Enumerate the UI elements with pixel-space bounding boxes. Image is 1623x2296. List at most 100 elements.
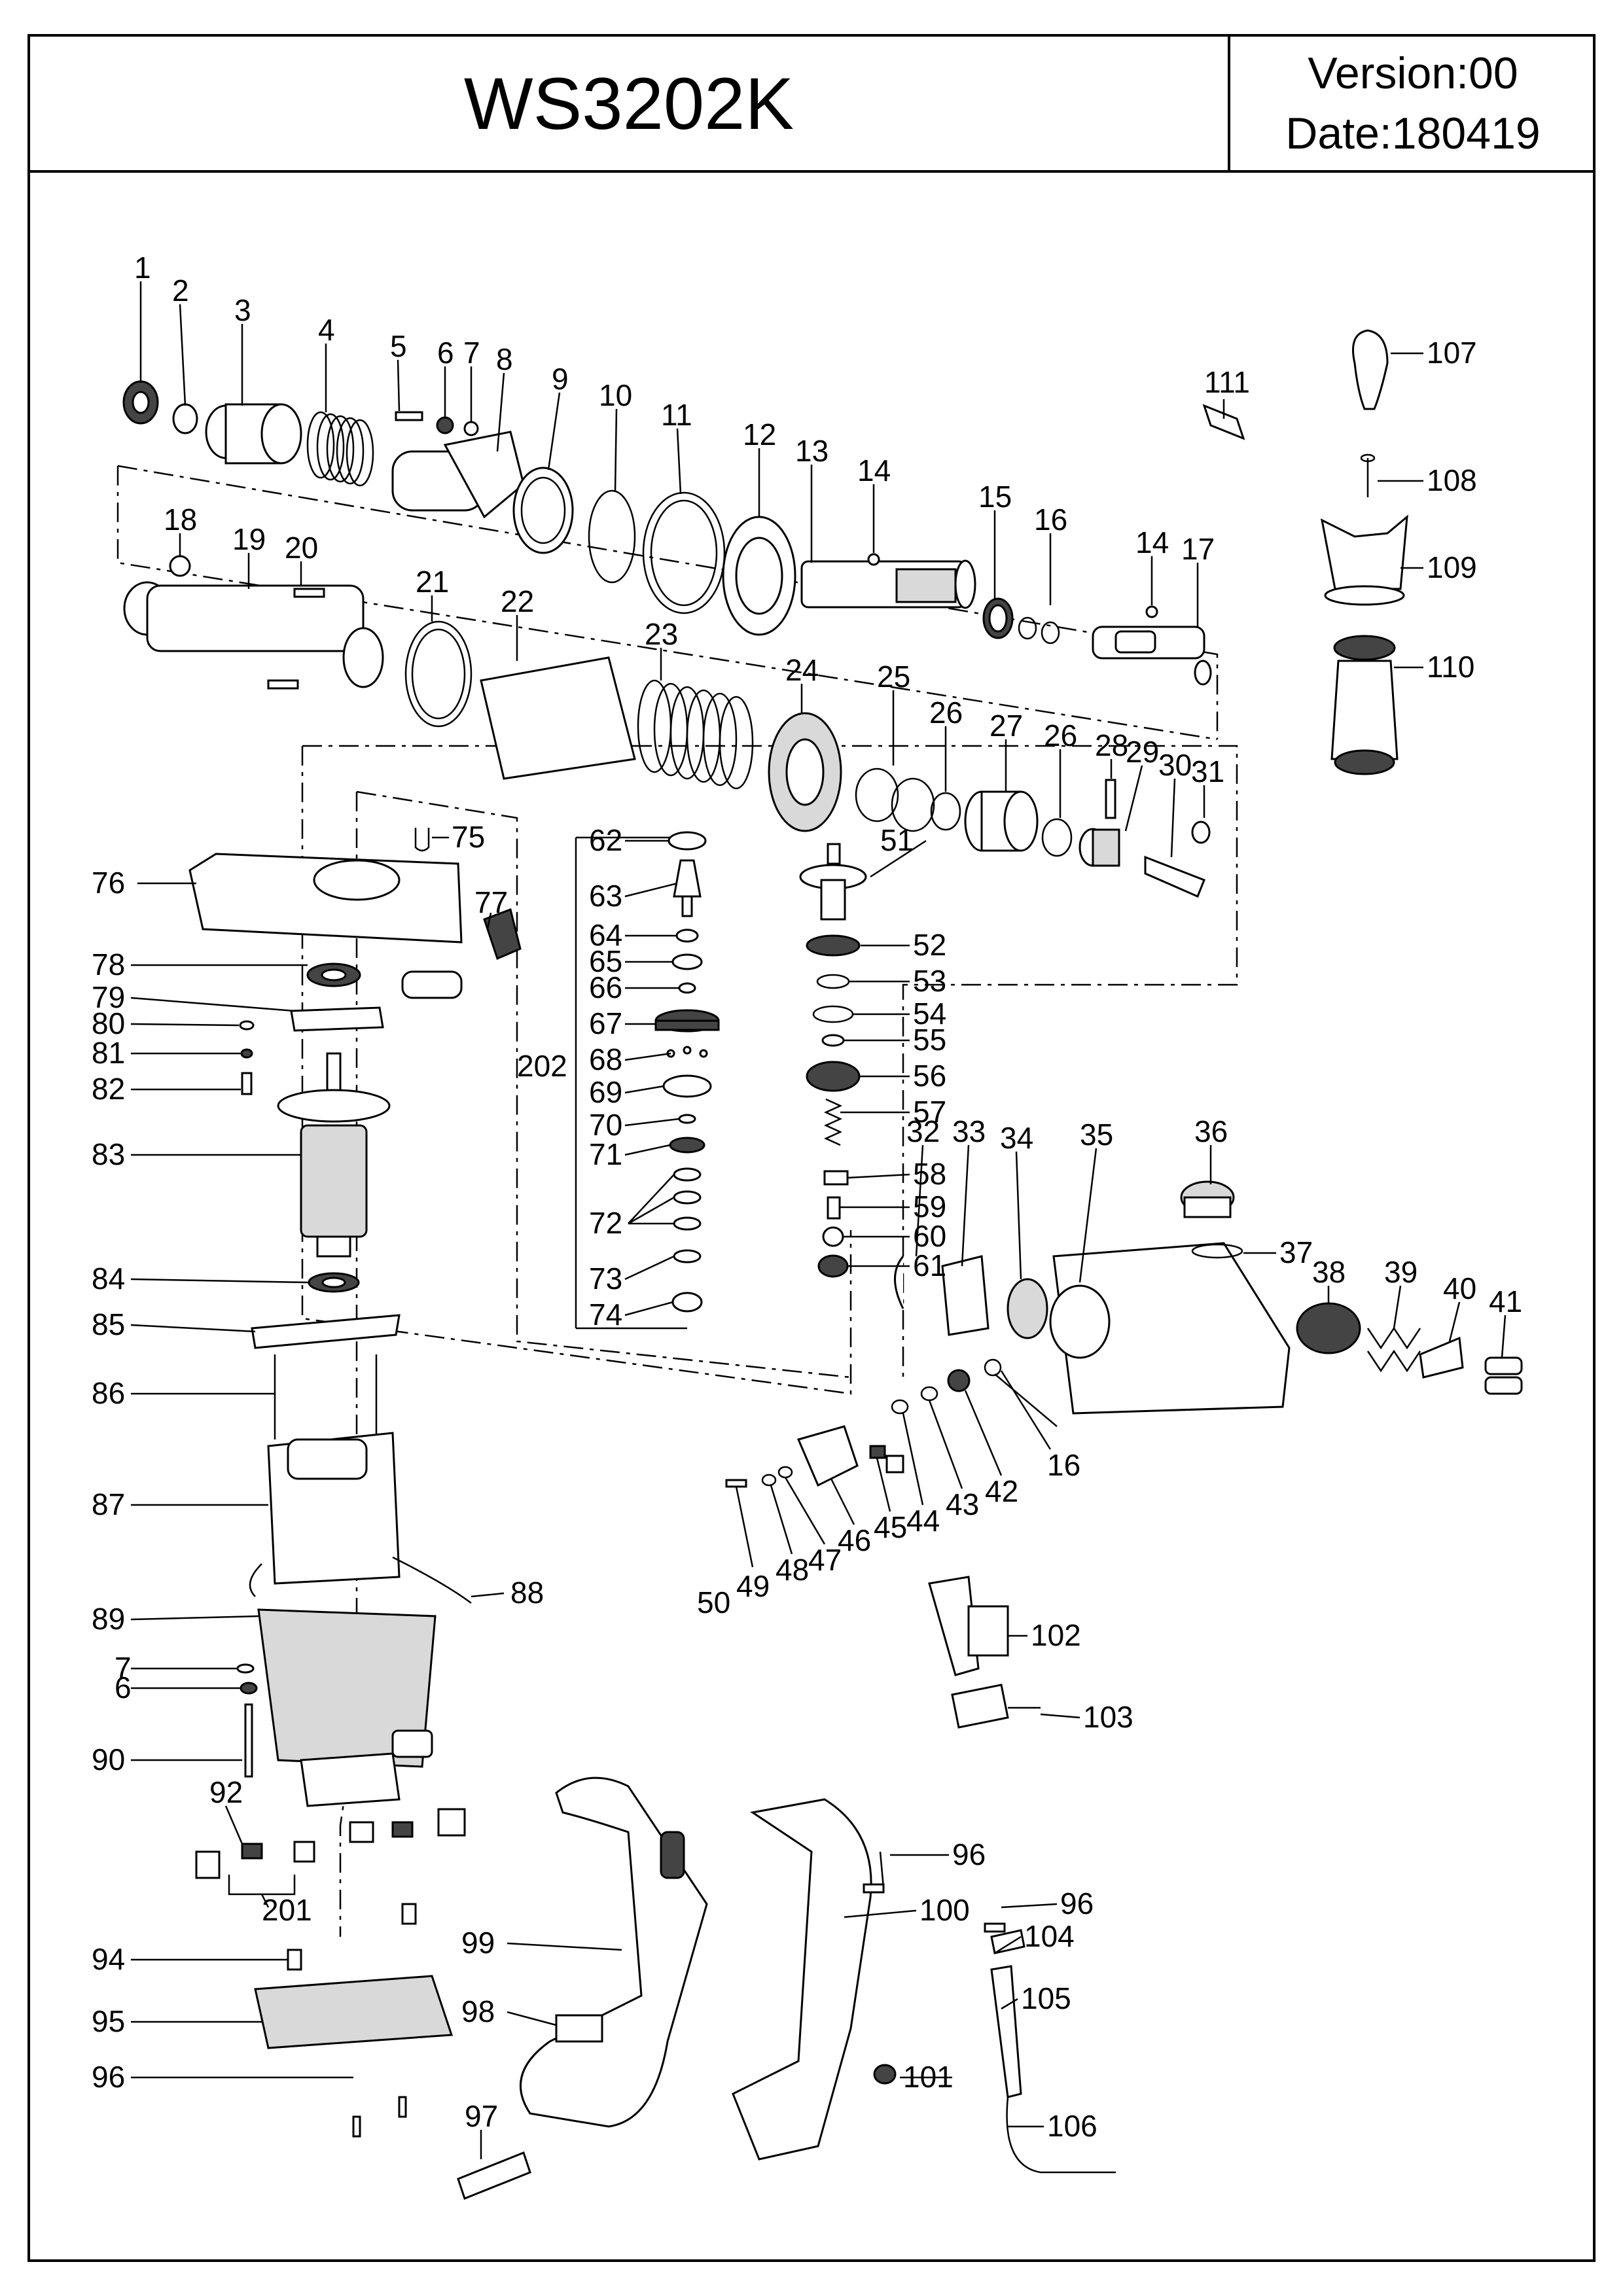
callout: 43 [946, 1487, 979, 1521]
callout: 9 [552, 362, 569, 396]
callout: 4 [318, 313, 335, 347]
callout: 44 [906, 1504, 940, 1538]
callout: 71 [589, 1137, 622, 1171]
callout: 103 [1083, 1700, 1133, 1734]
callout: 53 [913, 964, 946, 998]
callout: 76 [92, 866, 125, 900]
callout: 48 [776, 1553, 809, 1587]
callout: 61 [913, 1248, 946, 1282]
callout: 201 [262, 1893, 312, 1927]
switch-and-cable-parts [928, 1576, 1116, 2174]
group-outlines [116, 465, 1238, 1937]
callout: 88 [510, 1576, 544, 1610]
callout: 16 [1034, 503, 1067, 537]
crank-column-parts [799, 843, 867, 1278]
callout: 58 [913, 1157, 946, 1191]
callout: 55 [913, 1023, 946, 1057]
callout: 104 [1024, 1919, 1075, 1953]
callout: 41 [1489, 1284, 1522, 1318]
callout: 80 [92, 1006, 125, 1040]
callout: 3 [234, 293, 251, 327]
callout: 72 [589, 1206, 622, 1240]
callout: 8 [496, 342, 513, 376]
leader-lines [130, 281, 1507, 2159]
callout: 49 [736, 1569, 770, 1603]
callout: 62 [589, 823, 622, 857]
callout: 100 [919, 1893, 970, 1927]
callout: 50 [697, 1585, 730, 1619]
callout: 22 [501, 584, 534, 618]
callout: 75 [452, 820, 485, 854]
callout: 98 [461, 1994, 495, 2028]
callout: 37 [1279, 1235, 1313, 1269]
spring-4 [306, 411, 374, 487]
motor-assembly-parts [188, 828, 522, 2138]
callout: 83 [92, 1137, 125, 1171]
callout: 110 [1427, 650, 1474, 684]
callout: 30 [1158, 748, 1192, 782]
callout: 108 [1427, 463, 1477, 497]
callout: 81 [92, 1036, 125, 1070]
callout: 109 [1427, 550, 1477, 584]
callout: 6 [437, 336, 454, 370]
callout: 2 [172, 274, 189, 308]
gear-column-parts [654, 831, 720, 1313]
callout: 39 [1384, 1255, 1418, 1289]
drawing-frame: WS3202K Version:00 Date:180419 [27, 34, 1596, 2262]
callout: 52 [913, 928, 946, 962]
callout: 79 [92, 980, 125, 1014]
callout: 54 [913, 997, 946, 1031]
callout: 18 [164, 503, 197, 537]
callout: 70 [589, 1108, 622, 1142]
callout: 64 [589, 918, 622, 952]
callout: 96 [92, 2060, 125, 2094]
callout: 24 [785, 653, 819, 687]
callout: 16 [1047, 1448, 1080, 1482]
callout: 38 [1312, 1255, 1346, 1289]
callout: 6 [115, 1670, 132, 1704]
callout: 28 [1095, 728, 1128, 762]
callout: 40 [1443, 1271, 1476, 1305]
callout: 51 [880, 823, 914, 857]
callout: 29 [1126, 735, 1159, 769]
model-number: WS3202K [30, 37, 1230, 170]
callout: 13 [795, 434, 829, 468]
callout: 202 [517, 1049, 567, 1083]
callout: 105 [1021, 1981, 1071, 2015]
callout: 84 [92, 1262, 125, 1296]
callout: 60 [913, 1219, 946, 1253]
spindle-13 [800, 559, 976, 609]
callout: 26 [929, 696, 963, 730]
callout: 7 [463, 336, 480, 370]
callout: 14 [1135, 525, 1169, 559]
callout: 21 [416, 565, 449, 599]
callout: 111 [1204, 365, 1250, 399]
callout: 10 [599, 378, 632, 412]
callout: 23 [645, 617, 678, 651]
callout: 67 [589, 1006, 622, 1040]
callout: 5 [390, 329, 407, 363]
callout: 95 [92, 2004, 125, 2038]
callout: 97 [465, 2099, 498, 2133]
title-block: WS3202K Version:00 Date:180419 [30, 37, 1593, 173]
callout: 94 [92, 1942, 125, 1976]
callout: 34 [1000, 1121, 1033, 1155]
callout: 20 [285, 531, 318, 565]
callout: 85 [92, 1307, 125, 1341]
gearbox-parts [725, 1180, 1523, 1488]
callout: 31 [1191, 754, 1224, 788]
callout: 46 [838, 1523, 871, 1557]
callout: 12 [743, 417, 776, 451]
callout: 65 [589, 944, 622, 978]
callout-numbers: 1 2 3 4 5 6 7 8 9 10 11 12 13 14 15 16 1… [92, 251, 1522, 2143]
version-label: Version:00 [1308, 48, 1518, 98]
callout: 77 [474, 885, 508, 919]
callout: 32 [906, 1114, 940, 1148]
callout: 36 [1194, 1114, 1228, 1148]
callout: 96 [1060, 1886, 1094, 1920]
callout: 96 [952, 1837, 986, 1871]
callout: 102 [1031, 1618, 1081, 1652]
callout: 33 [952, 1114, 986, 1148]
callout: 25 [877, 660, 910, 694]
